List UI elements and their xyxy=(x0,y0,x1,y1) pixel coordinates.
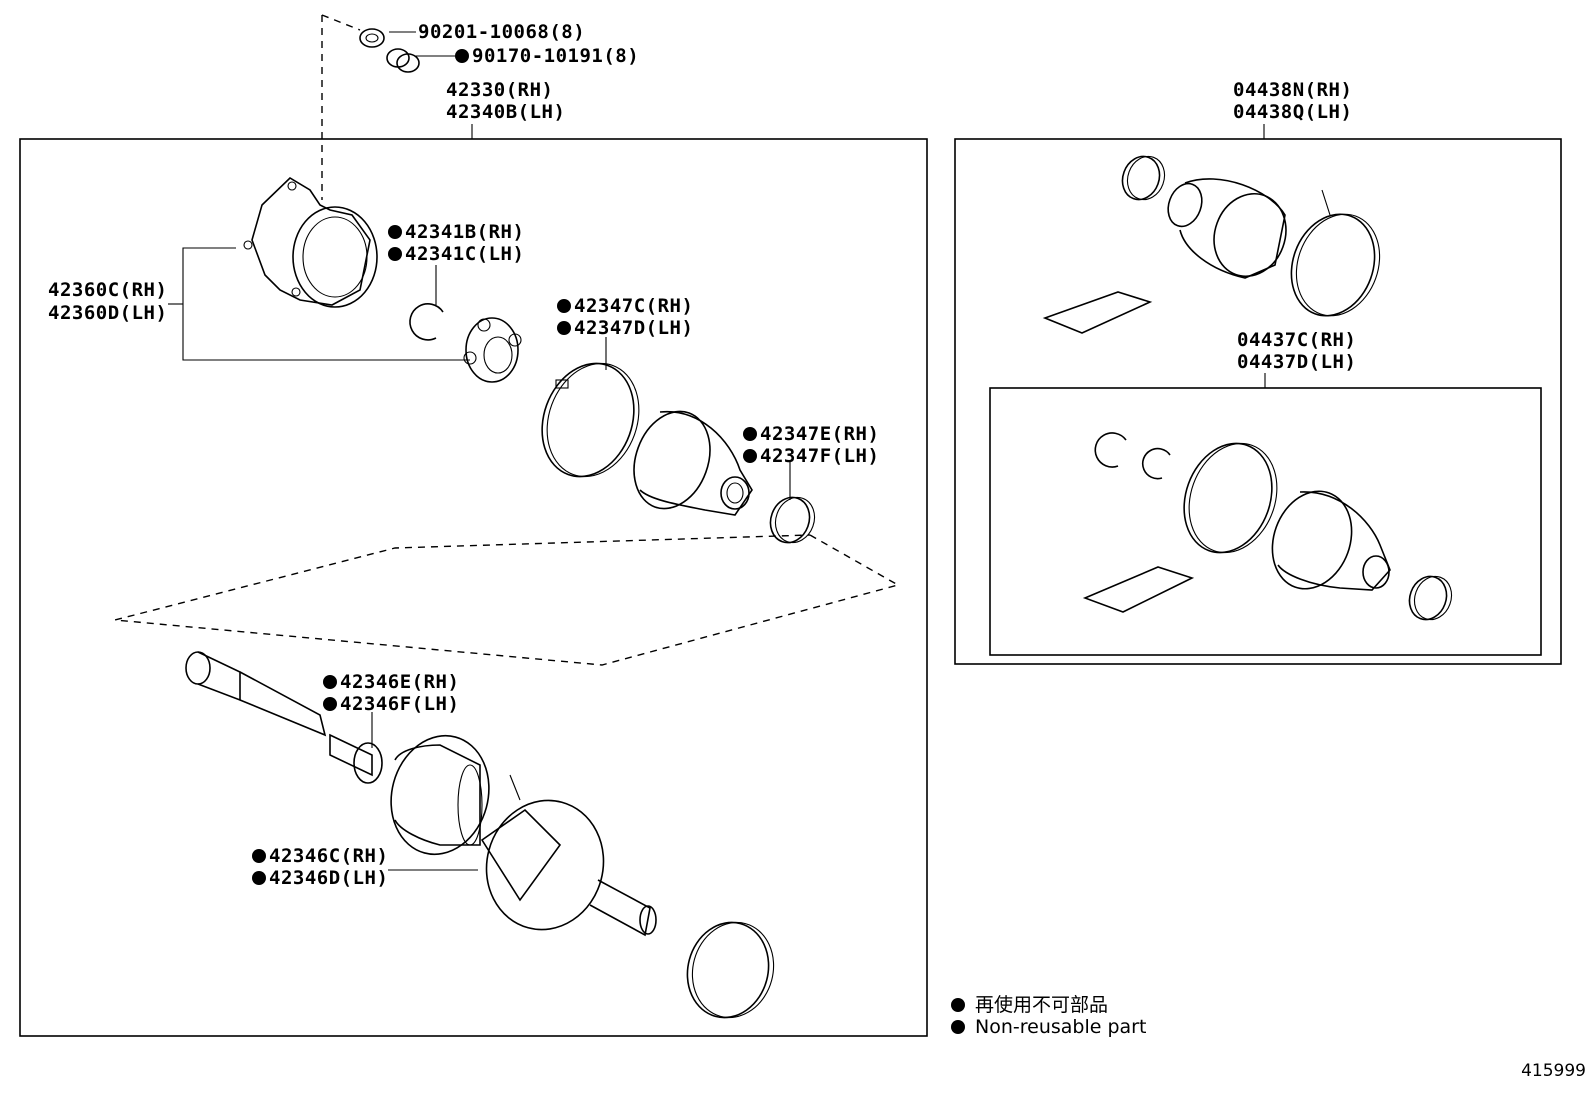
outer-boot-kit-box xyxy=(954,138,1562,665)
label-outer-joint-lh: 42346D(LH) xyxy=(252,868,388,889)
label-inner-boot-kit-rh: 04437C(RH) xyxy=(1237,329,1357,351)
label-boot-clamp-rh: 42347C(RH) xyxy=(557,296,693,317)
small-boot-clamp-icon xyxy=(769,496,816,544)
label-damper-lh: 42346F(LH) xyxy=(323,694,459,715)
non-reusable-dot-icon xyxy=(455,49,469,63)
non-reusable-dot-icon xyxy=(252,849,266,863)
non-reusable-dot-icon xyxy=(252,871,266,885)
non-reusable-dot-icon xyxy=(388,247,402,261)
kit-large-clamp-icon xyxy=(1290,189,1381,317)
kit-small-clamp-icon xyxy=(1408,575,1453,621)
label-outer-joint-rh: 42346C(RH) xyxy=(252,846,388,867)
label-snap-ring-lh: 42341C(LH) xyxy=(388,244,524,265)
label-inner-boot-kit-lh: 04437D(LH) xyxy=(1237,351,1357,373)
label-small-clamp-rh: 42347E(RH) xyxy=(743,424,879,445)
outer-joint-boot-icon xyxy=(390,734,490,856)
non-reusable-dot-icon xyxy=(743,427,757,441)
kit-grease-pack-icon xyxy=(1082,566,1195,613)
label-small-clamp-lh: 42347F(LH) xyxy=(743,446,879,467)
non-reusable-dot-icon xyxy=(557,299,571,313)
label-boot-clamp-lh: 42347D(LH) xyxy=(557,318,693,339)
label-shaft-lh: 42340B(LH) xyxy=(446,101,566,123)
label-shaft-rh: 42330(RH) xyxy=(446,79,554,101)
filled-circle-icon xyxy=(951,1020,965,1034)
inner-boot-icon xyxy=(633,410,753,516)
label-inner-joint-lh: 42360D(LH) xyxy=(48,302,168,324)
large-boot-clamp-icon xyxy=(541,362,640,478)
label-bushing: 90170-10191(8) xyxy=(455,46,639,67)
filled-circle-icon xyxy=(951,998,965,1012)
grease-pack-icon xyxy=(1042,291,1153,334)
snap-ring-icon xyxy=(409,303,444,341)
tripod-icon xyxy=(463,317,522,383)
legend-line-en: Non-reusable part xyxy=(951,1016,1146,1038)
label-inner-joint-rh: 42360C(RH) xyxy=(48,279,168,301)
kit-inner-boot-icon xyxy=(1271,490,1391,591)
label-nut: 90201-10068(8) xyxy=(418,21,586,43)
damper-icon xyxy=(353,742,383,784)
drive-shaft-icon xyxy=(185,651,373,777)
dust-seal-ring-icon xyxy=(686,921,775,1019)
label-outer-boot-kit-rh: 04438N(RH) xyxy=(1233,79,1353,101)
non-reusable-dot-icon xyxy=(323,697,337,711)
kit-clamp-icon xyxy=(1121,155,1166,201)
kit-boot-icon xyxy=(1167,178,1287,279)
figure-number: 415999 xyxy=(1521,1061,1586,1081)
nut-icon xyxy=(359,28,385,48)
kit-inner-clamp-icon xyxy=(1183,442,1278,554)
non-reusable-dot-icon xyxy=(557,321,571,335)
label-outer-boot-kit-lh: 04438Q(LH) xyxy=(1233,101,1353,123)
non-reusable-dot-icon xyxy=(388,225,402,239)
outer-joint-icon xyxy=(480,774,657,937)
label-snap-ring-rh: 42341B(RH) xyxy=(388,222,524,243)
main-assembly-box xyxy=(19,138,928,1037)
bushing-icon xyxy=(386,48,420,73)
inner-joint-housing-icon xyxy=(243,176,378,308)
legend-line-ja: 再使用不可部品 xyxy=(951,990,1108,1017)
label-damper-rh: 42346E(RH) xyxy=(323,672,459,693)
inner-boot-kit-box xyxy=(989,387,1542,656)
non-reusable-dot-icon xyxy=(323,675,337,689)
non-reusable-dot-icon xyxy=(743,449,757,463)
kit-snap-ring-2-icon xyxy=(1141,447,1171,480)
kit-snap-ring-1-icon xyxy=(1094,432,1127,468)
